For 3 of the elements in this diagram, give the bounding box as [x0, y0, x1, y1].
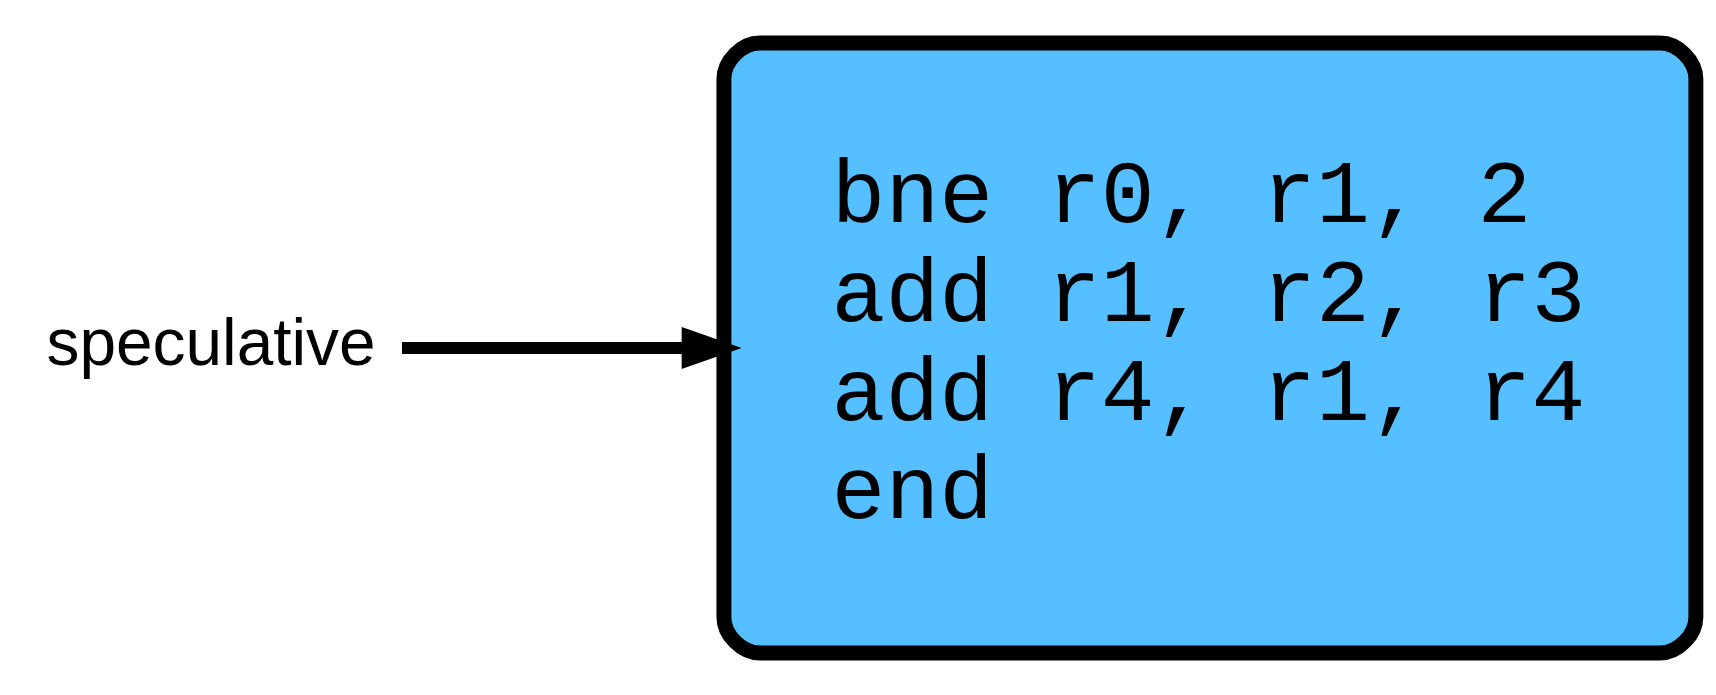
node-text: speculative	[45, 304, 376, 379]
node-box: bne r0, r1, 2 add r1, r2, r3 add r4, r1, r4 end	[715, 35, 1703, 660]
arrow	[401, 326, 742, 369]
